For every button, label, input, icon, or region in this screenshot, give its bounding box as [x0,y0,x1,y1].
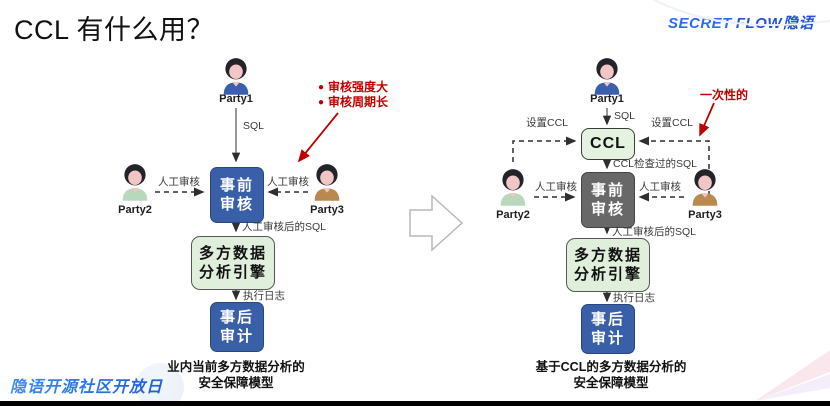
left-annotation-item1: ●审核强度大 [318,80,389,94]
right-party1-label: Party1 [590,93,624,105]
avatar-shirt [122,188,148,201]
right-set-ccl-right-label: 设置CCL [650,117,694,129]
avatar-shirt [594,82,620,95]
left-engine-box: 多方数据 分析引擎 [191,236,275,290]
decorative-arc [652,0,830,27]
right-sql-label: SQL [614,110,636,122]
page-title: CCL 有什么用？ [14,15,215,45]
left-party3-label: Party3 [310,204,344,216]
right-post-audit-box: 事后 审计 [581,304,635,354]
right-manual-review-left-label: 人工审核 [535,181,577,193]
left-caption-line1: 业内当前多方数据分析的 [167,360,305,374]
right-ccl-box: CCL [581,128,635,160]
bullet-icon: ● [318,82,325,93]
left-exec-log-label: 执行日志 [243,290,285,302]
left-pre-review-box: 事前 审核 [210,167,264,223]
right-engine-box: 多方数据 分析引擎 [566,238,650,292]
decorative-ray-2 [755,374,830,401]
right-ccl-checked-sql-label: CCL检查过的SQL [613,158,698,170]
right-party1-avatar-icon [590,57,624,95]
logo-flow: FLOW [735,15,782,32]
decorative-ray [755,350,830,401]
left-annotation-item2: ●审核周期长 [318,95,389,109]
avatar-shirt [692,193,718,206]
right-party2-label: Party2 [496,209,530,221]
right-annotation-note: 一次性的 [700,88,749,102]
decorative-circle [136,363,184,406]
avatar-face [229,64,243,80]
right-party3-avatar-icon [688,168,722,206]
avatar-shirt [223,82,249,95]
transition-arrow-icon [409,194,464,252]
right-pre-review-box: 事前 审核 [581,172,635,228]
right-caption-line2: 安全保障模型 [573,376,649,390]
avatar-shirt [500,193,526,206]
bottom-black-bar [0,401,830,406]
left-sql-label: SQL [243,120,265,132]
right-party3-label: Party3 [688,209,722,221]
left-party3-avatar-icon [310,163,344,201]
right-exec-log-label: 执行日志 [613,292,655,304]
left-party2-label: Party2 [118,204,152,216]
right-caption-line1: 基于CCL的多方数据分析的 [535,360,687,374]
left-post-audit-box: 事后 审计 [210,302,264,352]
right-reviewed-sql-label: 人工审核后的SQL [612,226,697,238]
avatar-shirt [314,188,340,201]
left-party2-avatar-icon [118,163,152,201]
bullet-icon: ● [318,97,325,108]
right-manual-review-right-label: 人工审核 [639,181,681,193]
right-party2-avatar-icon [496,168,530,206]
left-manual-review-left-label: 人工审核 [158,176,200,188]
left-party1-avatar-icon [219,57,253,95]
avatar-neck [232,81,240,87]
left-party1-label: Party1 [219,93,253,105]
left-manual-review-right-label: 人工审核 [267,176,309,188]
event-brand-text: 隐语开源社区开放日 [10,373,163,397]
left-reviewed-sql-label: 人工审核后的SQL [242,221,327,233]
left-caption-line2: 安全保障模型 [198,376,274,390]
right-set-ccl-left-label: 设置CCL [525,117,569,129]
